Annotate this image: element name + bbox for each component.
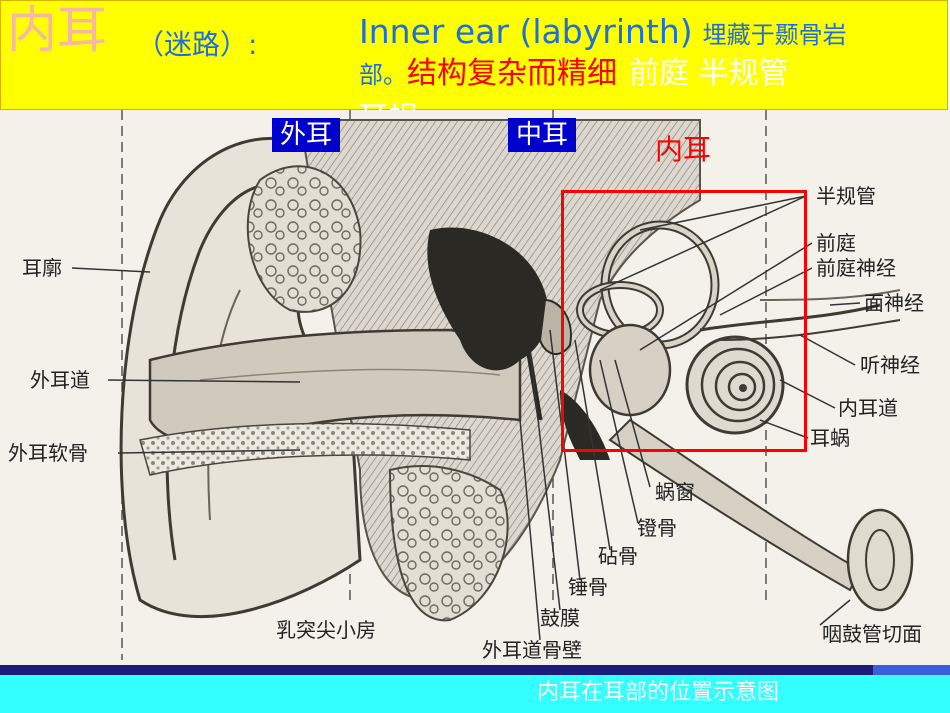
- footer-divider: [0, 665, 950, 675]
- footer-accent: [873, 665, 950, 675]
- label-facial-nerve: 面神经: [864, 291, 924, 315]
- label-semicircular: 半规管: [816, 184, 876, 208]
- ear-diagram: [0, 110, 950, 665]
- label-auditory-nerve: 听神经: [860, 353, 920, 377]
- slide-title: 内耳: [7, 1, 107, 59]
- figure-caption: 内耳在耳部的位置示意图: [537, 680, 780, 705]
- footer-bar: 内耳在耳部的位置示意图: [0, 675, 950, 713]
- label-canal-wall: 外耳道骨壁: [482, 638, 582, 662]
- label-external-cartilage: 外耳软骨: [8, 441, 88, 465]
- label-incus: 砧骨: [598, 544, 638, 568]
- description-chinese: 埋藏于颞骨岩: [702, 21, 847, 49]
- label-malleus: 锤骨: [568, 575, 608, 599]
- description-line-2: 部。结构复杂而精细前庭 半规管: [359, 59, 789, 89]
- slide-subtitle: （迷路）:: [136, 28, 258, 61]
- description-english: Inner ear (labyrinth): [359, 12, 693, 51]
- label-vestibular-nerve: 前庭神经: [816, 256, 896, 280]
- label-external-canal: 外耳道: [30, 368, 90, 392]
- description-highlight: 结构复杂而精细: [407, 56, 617, 91]
- description-parts: 前庭 半规管: [629, 56, 789, 91]
- label-eardrum: 鼓膜: [540, 606, 580, 630]
- middle-ear-tag: 中耳: [508, 118, 577, 152]
- label-stapes: 镫骨: [637, 516, 677, 540]
- label-auricle: 耳廓: [22, 256, 62, 280]
- ear-illustration: [0, 110, 950, 665]
- label-mastoid: 乳突尖小房: [276, 618, 376, 642]
- description-part-a: 部。: [359, 61, 407, 89]
- label-round-window: 蜗窗: [655, 480, 695, 504]
- label-cochlea: 耳蜗: [810, 426, 850, 450]
- inner-ear-tag: 内耳: [655, 133, 712, 166]
- header-banner: 内耳 （迷路）: Inner ear (labyrinth) 埋藏于颞骨岩 部。结…: [0, 0, 948, 110]
- label-internal-canal: 内耳道: [838, 396, 898, 420]
- label-eustachian: 咽鼓管切面: [822, 622, 922, 646]
- label-vestibule: 前庭: [816, 231, 856, 255]
- inner-ear-highlight-box: [561, 190, 807, 452]
- outer-ear-tag: 外耳: [272, 118, 341, 152]
- description-line-1: Inner ear (labyrinth) 埋藏于颞骨岩: [359, 15, 847, 48]
